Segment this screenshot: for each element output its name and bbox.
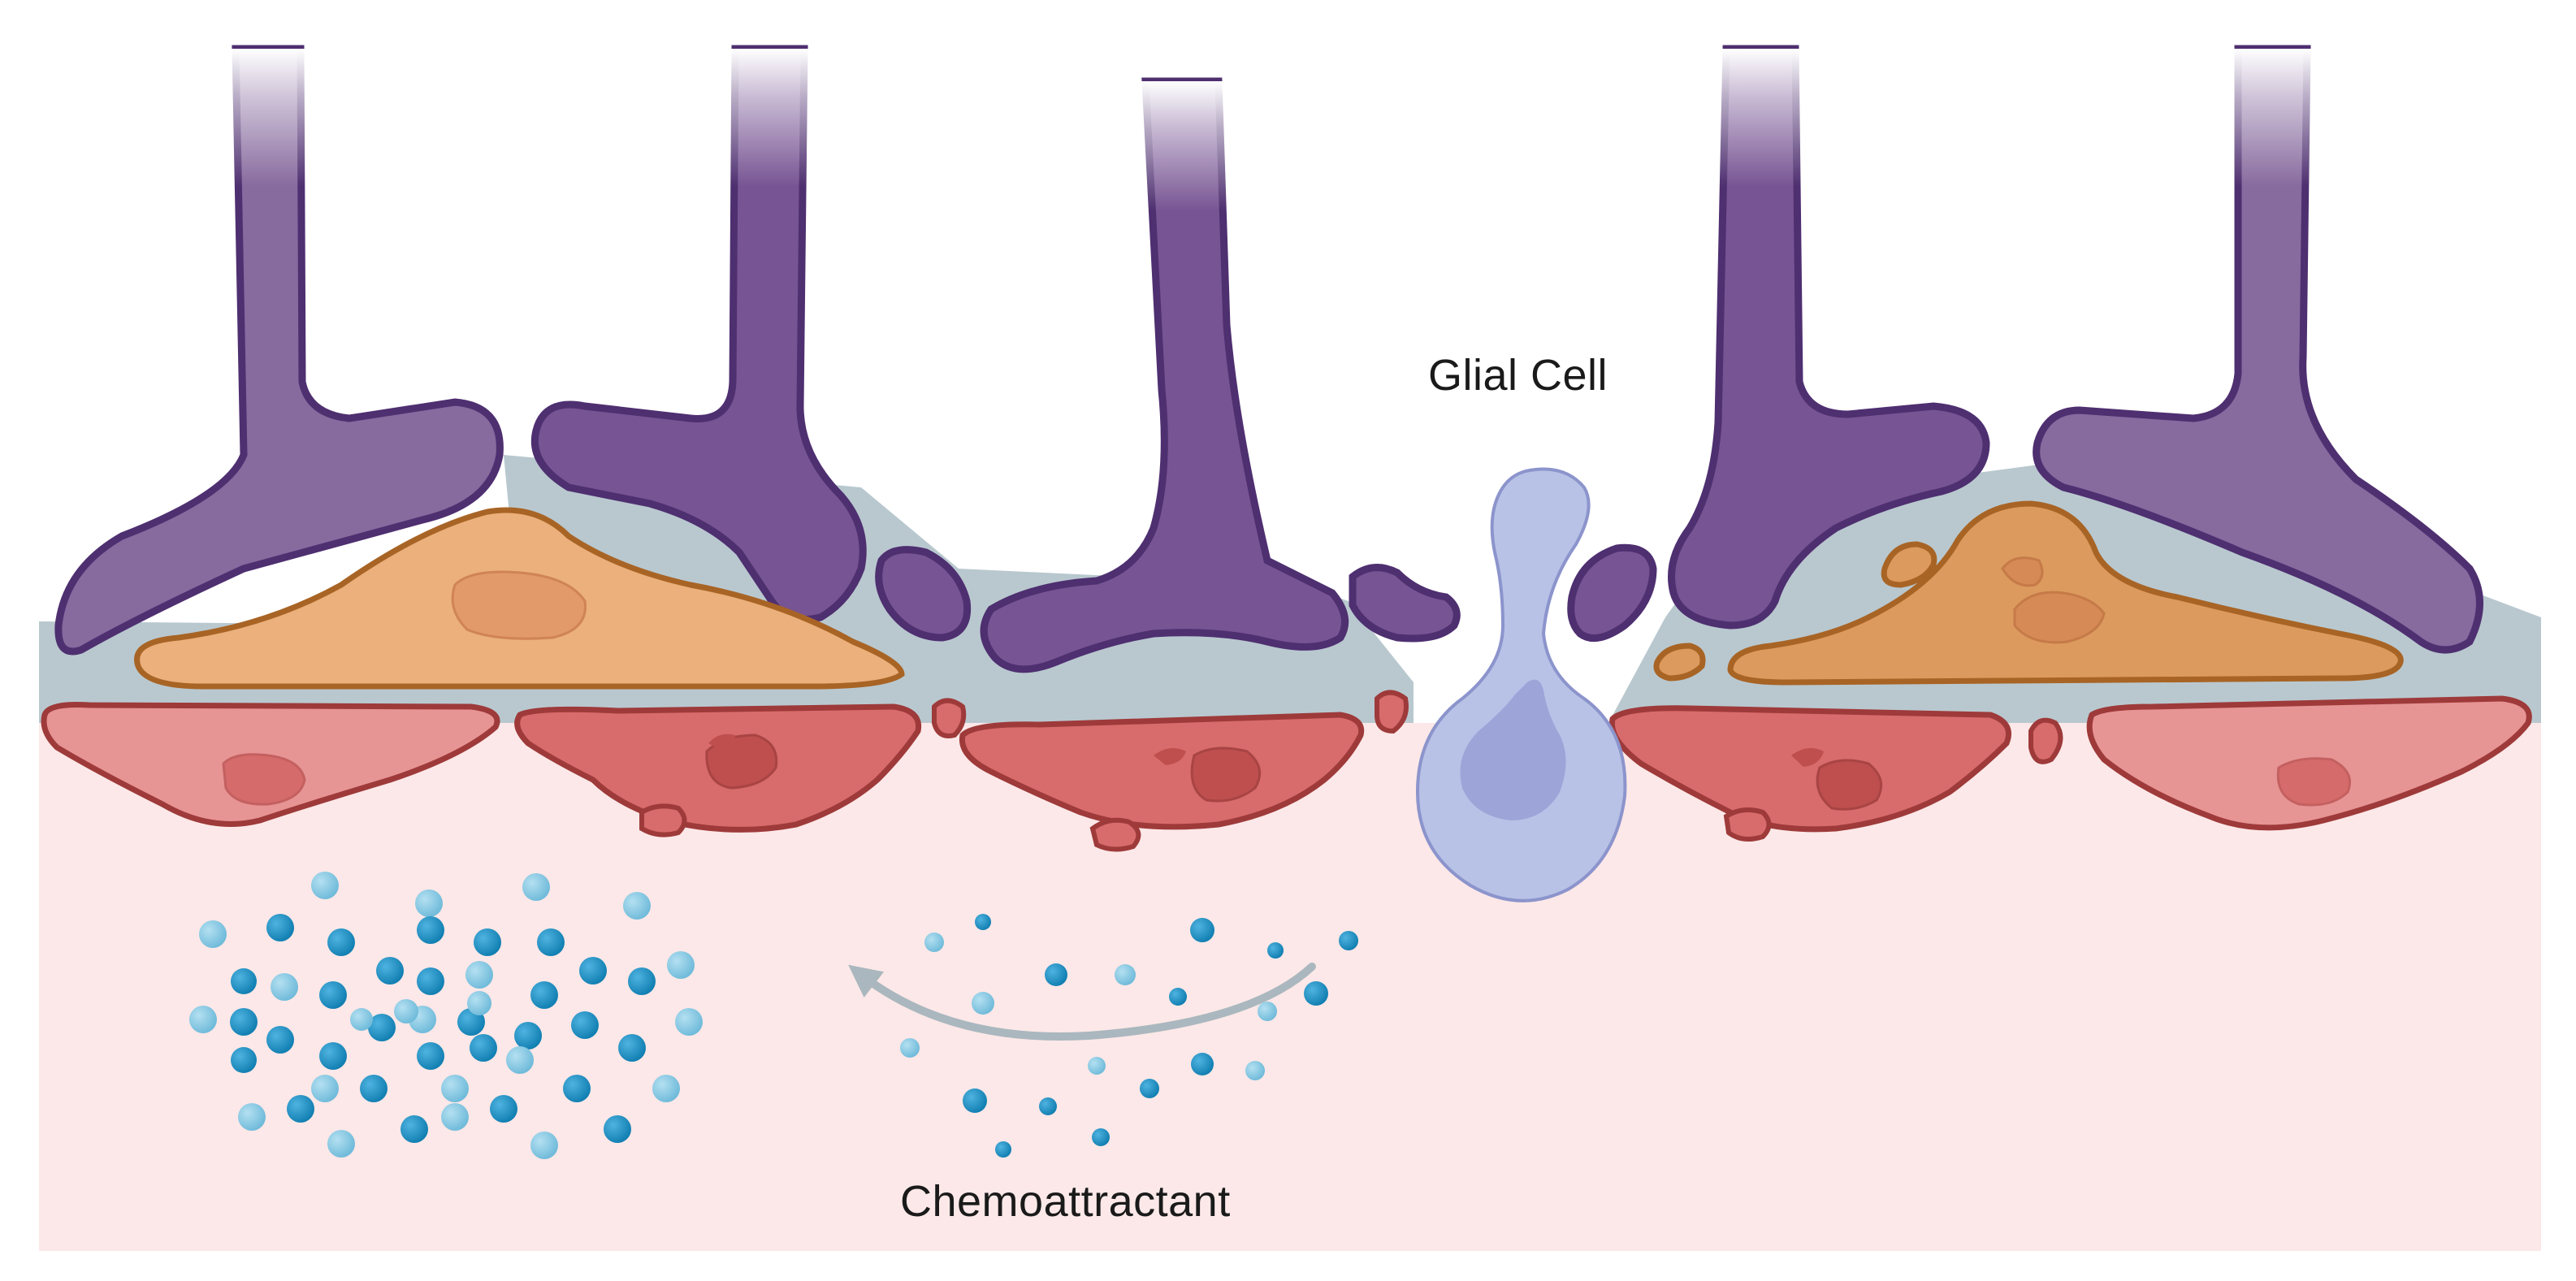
- neuron-fragment-3: [1567, 543, 1657, 643]
- chemoattractant-dot: [376, 957, 404, 985]
- chemoattractant-dot: [474, 928, 501, 956]
- chemoattractant-dot: [995, 1141, 1011, 1158]
- chemoattractant-dot: [327, 1130, 355, 1158]
- chemoattractant-dot: [530, 981, 558, 1009]
- chemoattractant-dot: [271, 973, 298, 1001]
- glial-nucleus: [1460, 679, 1566, 820]
- neuron-2: [530, 45, 867, 623]
- chemoattractant-dot: [604, 1115, 631, 1143]
- chemoattractant-dot: [1190, 918, 1214, 942]
- neuron-3: [980, 77, 1349, 673]
- red-cell-4: [1608, 705, 2011, 833]
- support-cell-right: [1727, 500, 2404, 686]
- chemoattractant-dot: [623, 892, 651, 920]
- chemoattractant-dot: [579, 957, 607, 985]
- chemoattractant-dot: [319, 1042, 347, 1070]
- chemoattractant-dot: [467, 991, 491, 1015]
- chemoattractant-dot: [465, 961, 493, 989]
- chemoattractant-dot: [963, 1088, 987, 1113]
- support-fragment-1: [1881, 541, 1937, 588]
- chemoattractant-label: Chemoattractant: [900, 1177, 1231, 1226]
- neuron-fragment-2: [1349, 564, 1461, 643]
- red-fragment-5: [1089, 817, 1141, 852]
- chemoattractant-dot: [287, 1095, 314, 1123]
- chemoattractant-dot: [311, 1075, 339, 1102]
- glial-cell: [1415, 467, 1627, 902]
- chemoattractant-dot: [900, 1038, 920, 1058]
- chemoattractant-dot: [652, 1075, 680, 1102]
- chemoattractant-dot: [360, 1075, 387, 1102]
- chemoattractant-dot: [537, 928, 565, 956]
- chemoattractant-dot: [490, 1095, 517, 1123]
- neuron-4: [1668, 45, 1990, 630]
- chemoattractant-dot: [231, 968, 257, 994]
- red-fragment-1: [932, 698, 967, 738]
- chemoattractant-dot: [975, 914, 991, 930]
- red-cell-1: [41, 702, 500, 827]
- red-fragment-2: [1375, 690, 1409, 734]
- chemoattractant-dot: [571, 1011, 599, 1039]
- chemoattractant-dot: [1267, 942, 1284, 959]
- chemoattractant-dot: [417, 916, 444, 944]
- chemoattractant-dot: [238, 1103, 266, 1131]
- chemoattractant-dot: [1115, 964, 1136, 985]
- chemoattractant-dot: [368, 1014, 396, 1041]
- chemoattractant-dot: [319, 981, 347, 1009]
- chemoattractant-dot: [563, 1075, 591, 1102]
- chemoattractant-dot: [1339, 931, 1358, 950]
- chemoattractant-dot: [1245, 1061, 1265, 1080]
- chemoattractant-dot: [350, 1008, 373, 1031]
- chemoattractant-dot: [1169, 988, 1187, 1006]
- neuron-5: [2033, 45, 2483, 654]
- red-fragment-3: [2028, 717, 2063, 764]
- red-cell-3: [959, 712, 1365, 830]
- chemoattractant-dot: [266, 1026, 294, 1054]
- chemoattractant-dot: [400, 1115, 428, 1143]
- red-cell-2: [514, 703, 922, 833]
- chemoattractant-dot: [506, 1046, 534, 1074]
- chemoattractant-dot: [1045, 963, 1067, 986]
- chemoattractant-dot: [470, 1034, 497, 1062]
- chemoattractant-dot: [618, 1034, 646, 1062]
- support-fragment-2: [1653, 643, 1706, 682]
- chemoattractant-dot: [972, 992, 994, 1015]
- red-cell-5: [2086, 695, 2532, 831]
- chemoattractant-particles: [189, 872, 1358, 1159]
- chemoattractant-dot: [1039, 1097, 1057, 1115]
- chemoattractant-dot: [1191, 1053, 1214, 1075]
- chemoattractant-dot: [1092, 1128, 1110, 1146]
- chemoattractant-dot: [1304, 981, 1328, 1006]
- chemoattractant-dot: [311, 872, 339, 899]
- chemoattractant-dot: [266, 914, 294, 941]
- chemoattractant-dot: [327, 928, 355, 956]
- chemoattractant-dot: [1088, 1057, 1106, 1075]
- chemoattractant-dot: [199, 920, 227, 948]
- chemoattractant-dot: [530, 1132, 558, 1159]
- migration-arrow: [848, 963, 1316, 1041]
- chemoattractant-dot: [394, 999, 418, 1024]
- chemoattractant-dot: [924, 933, 944, 952]
- neuron-1: [54, 45, 504, 656]
- chemoattractant-dot: [441, 1075, 469, 1102]
- support-cell-left: [134, 507, 905, 690]
- chemoattractant-dot: [1140, 1079, 1159, 1098]
- chemoattractant-dot: [667, 951, 695, 979]
- chemoattractant-dot: [675, 1008, 703, 1036]
- chemoattractant-dot: [417, 967, 444, 995]
- chemoattractant-dot: [231, 1047, 257, 1073]
- chemoattractant-dot: [1258, 1002, 1277, 1021]
- chemoattractant-dot: [441, 1103, 469, 1131]
- chemoattractant-dot: [230, 1008, 258, 1036]
- chemoattractant-dot: [628, 967, 656, 995]
- chemoattractant-dot: [417, 1042, 444, 1070]
- chemoattractant-dot: [514, 1022, 542, 1049]
- red-fragment-4: [639, 803, 687, 837]
- red-fragment-6: [1723, 807, 1772, 842]
- chemoattractant-dot: [415, 889, 443, 917]
- neuron-fragment-1: [875, 546, 972, 642]
- chemoattractant-dot: [522, 873, 550, 901]
- chemoattractant-dot: [189, 1006, 217, 1033]
- glial-cell-label: Glial Cell: [1428, 351, 1608, 400]
